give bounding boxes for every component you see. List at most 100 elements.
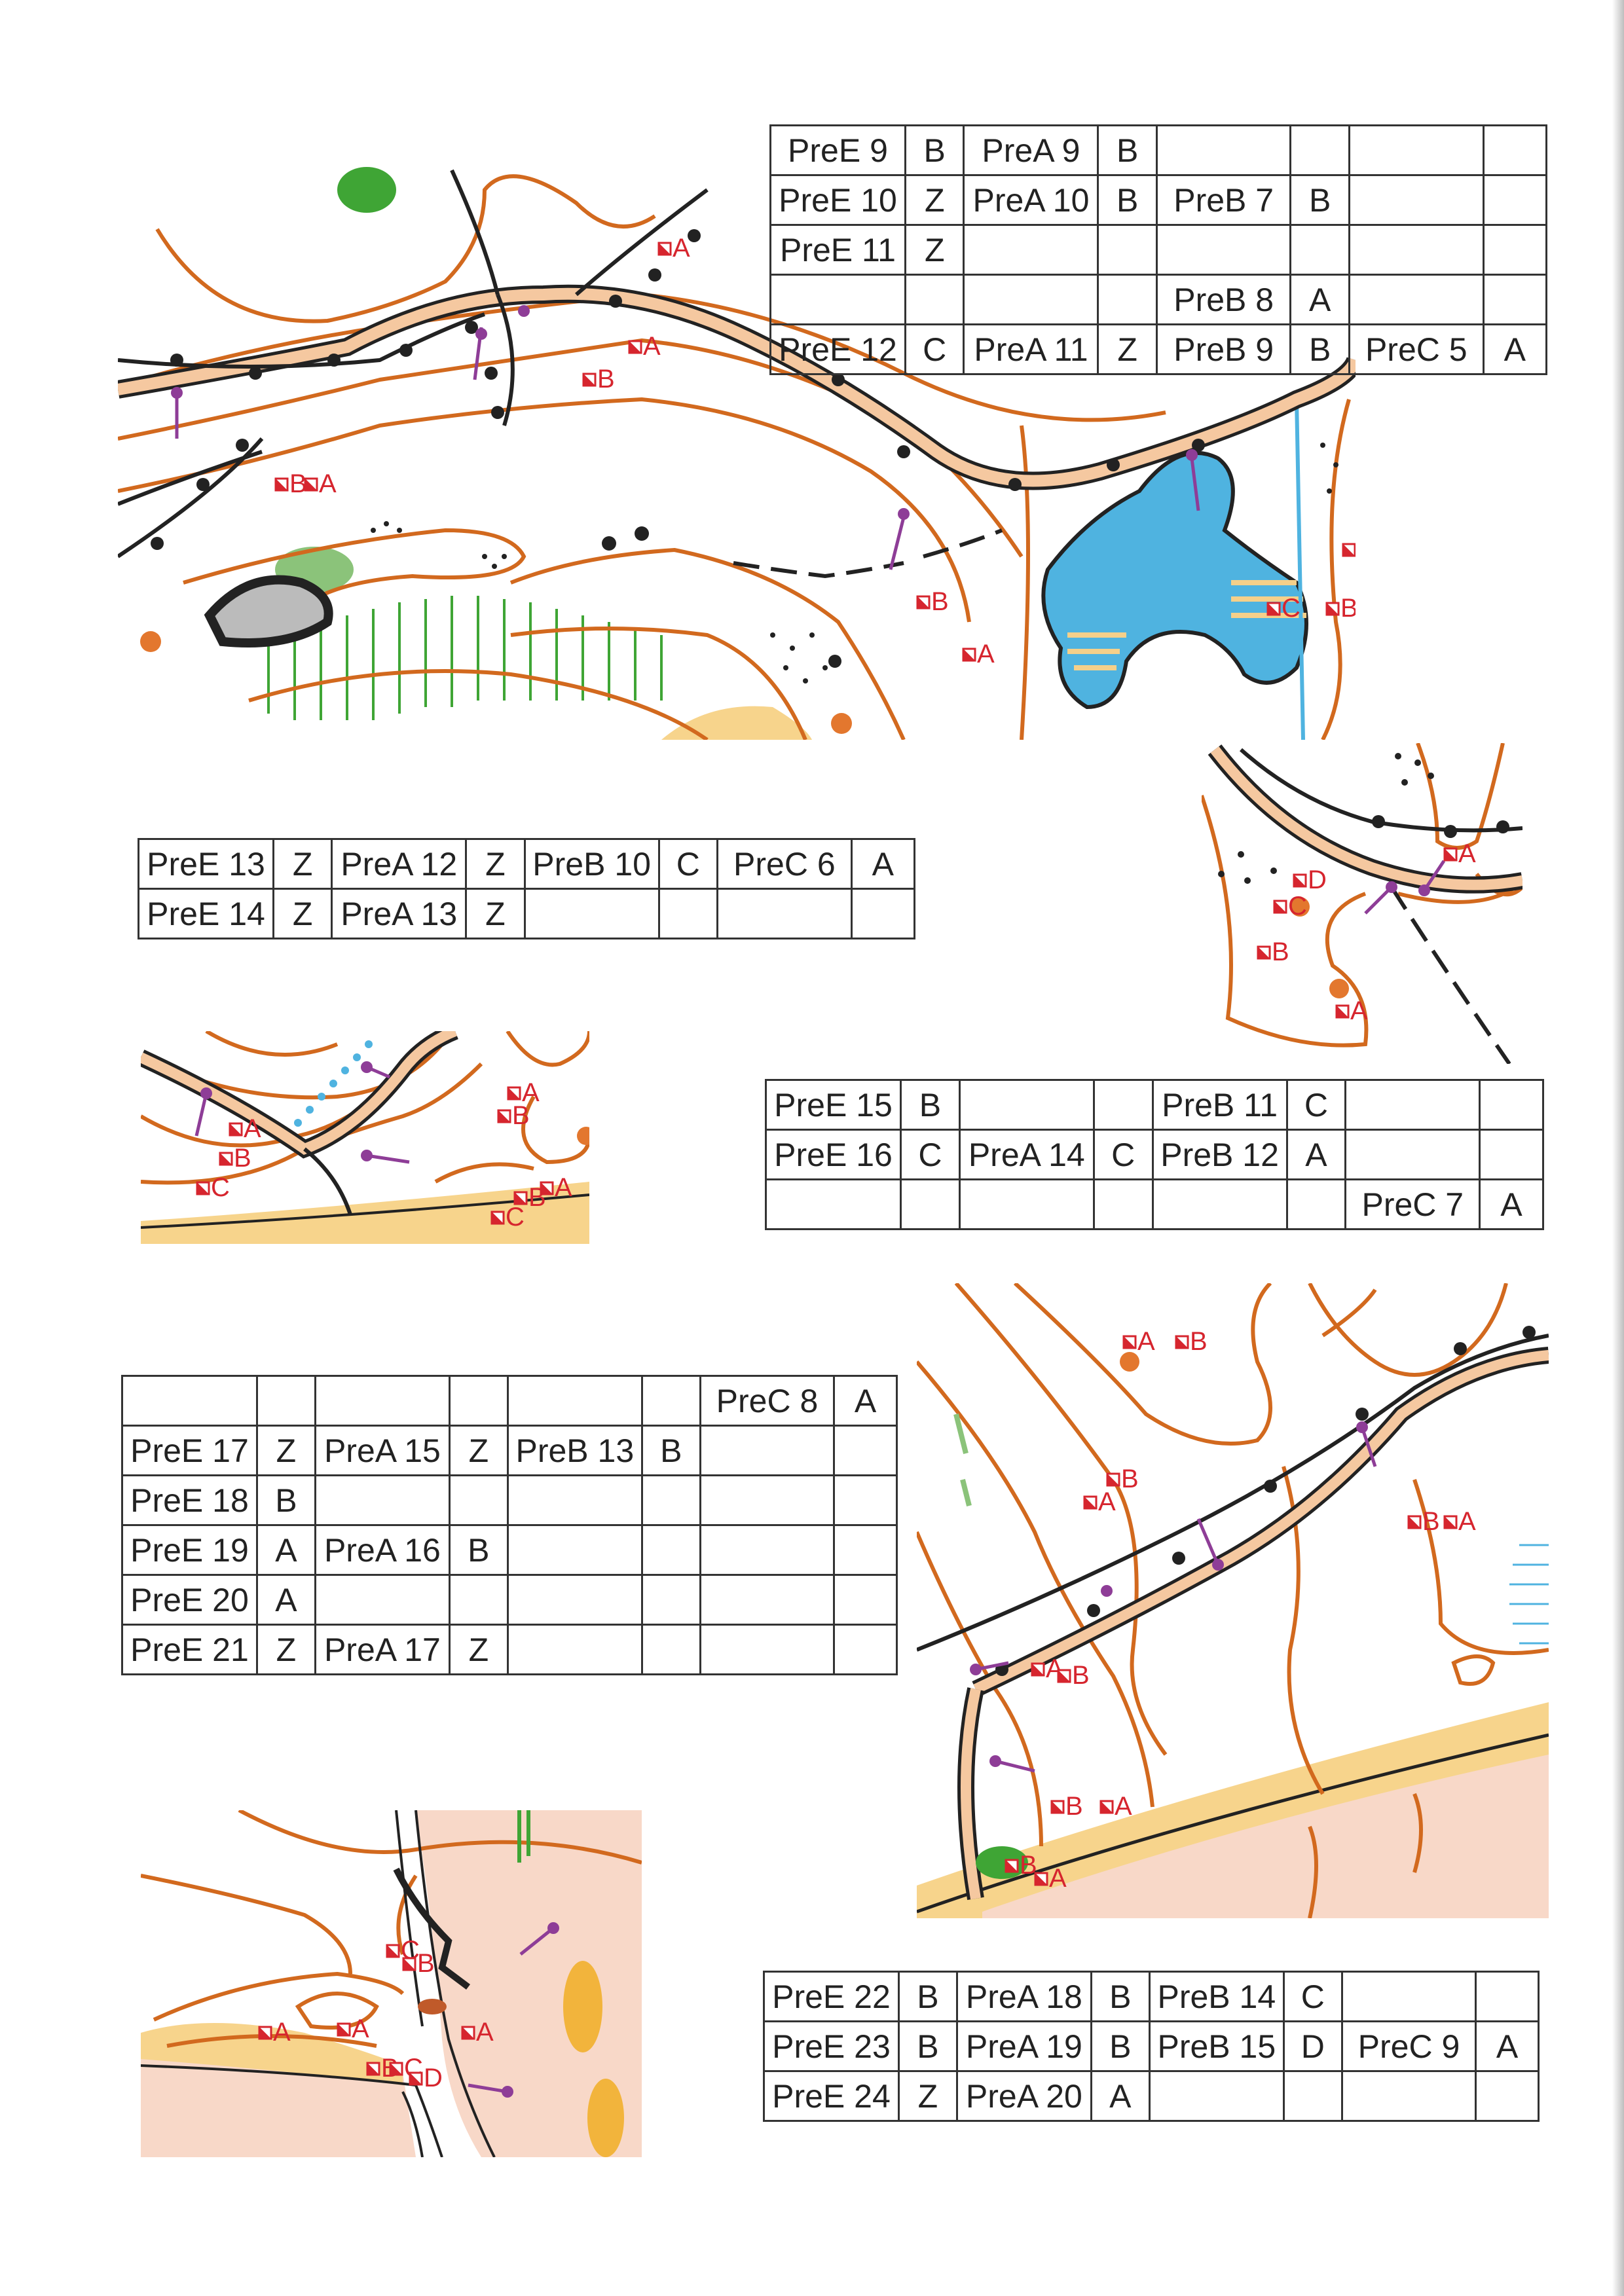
knoll (1120, 1352, 1139, 1372)
answer-cell (1289, 124, 1350, 176)
control-name-cell (121, 1375, 258, 1427)
control-name-cell (958, 1079, 1095, 1131)
control-flag-fill (629, 341, 641, 353)
control-flag-fill (462, 2027, 474, 2039)
control-flag-fill (1327, 603, 1338, 615)
control-name-cell (1155, 124, 1292, 176)
control-label: B (289, 469, 307, 498)
answer-cell: B (897, 1971, 958, 2022)
control-name-cell: PreE 17 (121, 1425, 258, 1476)
answer-cell: C (899, 1129, 961, 1180)
answer-cell: Z (255, 1624, 316, 1675)
control-name-cell (963, 274, 1099, 325)
control-flag-fill (492, 1212, 504, 1224)
answer-cell: C (1092, 1129, 1154, 1180)
control-flag-fill (367, 2063, 379, 2075)
knoll (577, 1127, 589, 1145)
road-outline (141, 1031, 458, 1159)
control-flag-fill (197, 1182, 209, 1194)
control-name-cell (1155, 224, 1292, 276)
control-flag-fill (259, 2027, 271, 2039)
control-flag-fill (1294, 875, 1306, 886)
knoll (1329, 979, 1349, 998)
control-name-cell (699, 1474, 836, 1526)
control-label: A (977, 640, 995, 668)
control-label: B (1340, 594, 1356, 623)
answer-cell: Z (904, 174, 965, 226)
control-name-cell (314, 1474, 451, 1526)
control-flag-fill (387, 1945, 399, 1957)
answer-cell: Z (272, 838, 333, 890)
paved-area (982, 1755, 1549, 1918)
road-edge (395, 1810, 424, 2027)
answer-cell (640, 1474, 701, 1526)
control-name-cell: PreA 18 (955, 1971, 1092, 2022)
marsh-stripes (1067, 580, 1306, 670)
knoll (140, 631, 161, 652)
answer-cell: A (1479, 1178, 1544, 1230)
start-points (200, 1061, 373, 1161)
answer-cell: Z (904, 224, 965, 276)
control-flag-fill (917, 596, 929, 608)
control-flag-fill (1032, 1664, 1044, 1675)
control-name-cell (1348, 124, 1485, 176)
control-flag-fill (963, 649, 975, 661)
control-name-cell: PreB 7 (1155, 174, 1292, 226)
control-name-cell (506, 1624, 643, 1675)
answer-cell: A (1285, 1129, 1347, 1180)
control-name-cell (769, 274, 906, 325)
control-label: D (1308, 866, 1327, 894)
control-label: B (1072, 1661, 1090, 1690)
vegetation-patch (337, 167, 396, 213)
answer-cell (640, 1524, 701, 1576)
control-name-cell: PreA 13 (331, 888, 468, 939)
control-flag-fill (1006, 1860, 1018, 1872)
answer-cell (833, 1524, 898, 1576)
answer-cell: A (1475, 2020, 1540, 2072)
control-name-cell: PreE 9 (769, 124, 906, 176)
vegetation-marks (517, 1810, 530, 1863)
control-name-cell: PreB 8 (1155, 274, 1292, 325)
control-name-cell: PreE 10 (769, 174, 906, 226)
contour-lines (141, 1810, 642, 2048)
answer-cell (448, 1375, 509, 1427)
answer-cell: B (904, 124, 965, 176)
answer-cell (1097, 224, 1158, 276)
control-name-cell: PreE 14 (138, 888, 274, 939)
control-label: A (244, 1114, 261, 1143)
answer-cell (1482, 224, 1548, 276)
control-name-cell: PreE 11 (769, 224, 906, 276)
control-name-cell (506, 1375, 643, 1427)
knoll (1290, 897, 1310, 917)
control-name-cell (958, 1178, 1095, 1230)
answer-cell: C (657, 838, 719, 890)
answer-cell (1289, 224, 1350, 276)
road-fill (141, 1031, 458, 1155)
control-flag-fill (1409, 1516, 1420, 1528)
answer-cell (1092, 1079, 1154, 1131)
control-name-cell: PreC 8 (699, 1375, 836, 1427)
control-name-cell (1348, 174, 1485, 226)
answer-cell: B (1090, 1971, 1151, 2022)
control-label: A (673, 234, 690, 263)
control-name-cell (716, 888, 853, 939)
answer-cell: B (448, 1524, 509, 1576)
control-name-cell: PreA 20 (955, 2070, 1092, 2122)
answer-cell (1475, 2070, 1540, 2122)
control-name-cell: PreC 5 (1348, 323, 1485, 375)
answer-cell: A (1090, 2070, 1151, 2122)
flowerbed (563, 1961, 602, 2052)
